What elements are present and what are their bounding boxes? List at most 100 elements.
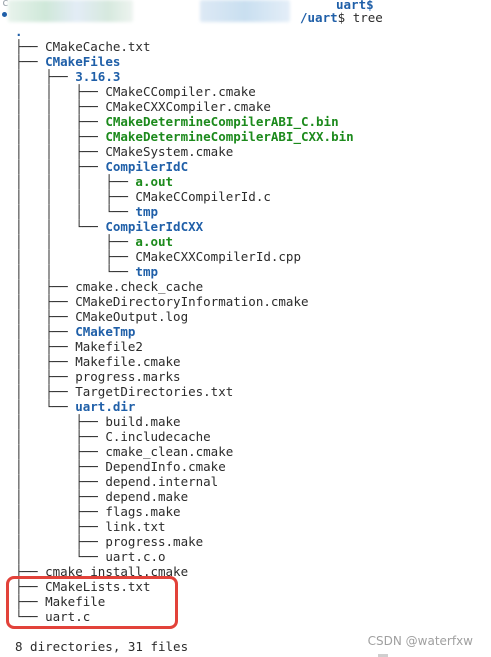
tree-line: │ ├── DependInfo.cmake — [15, 459, 226, 474]
tree-file-name: uart.c.o — [105, 549, 166, 564]
tree-line: │ │ │ ├── a.out — [15, 174, 173, 189]
tree-file-name: DependInfo.cmake — [105, 459, 226, 474]
tree-dir-name: tmp — [135, 264, 158, 279]
tree-branch-prefix: │ ├── — [15, 414, 106, 429]
tree-line: │ ├── Makefile.cmake — [15, 354, 181, 369]
terminal-prompt-row: c uart$ /uart$ tree — [0, 0, 491, 28]
tree-line: │ ├── TargetDirectories.txt — [15, 384, 233, 399]
tree-file-name: depend.internal — [105, 474, 219, 489]
tree-branch-prefix: │ ├── — [15, 324, 76, 339]
tree-line: │ ├── CMakeDirectoryInformation.cmake — [15, 294, 309, 309]
tree-line: ├── CMakeCache.txt — [15, 39, 150, 54]
tree-line: │ ├── CMakeOutput.log — [15, 309, 188, 324]
tree-summary: 8 directories, 31 files — [15, 639, 189, 654]
tree-branch-prefix: │ │ ├── — [15, 234, 136, 249]
tree-file-name: C.includecache — [105, 429, 211, 444]
tree-line: │ ├── 3.16.3 — [15, 69, 120, 84]
tree-branch-prefix: │ ├── — [15, 534, 106, 549]
tree-branch-prefix: │ ├── — [15, 309, 76, 324]
tree-file-name: CMakeOutput.log — [75, 309, 189, 324]
tree-line: │ ├── build.make — [15, 414, 181, 429]
tree-dir-name: . — [15, 24, 23, 39]
tree-dir-name: 3.16.3 — [75, 69, 121, 84]
tree-line: │ │ ├── CMakeSystem.cmake — [15, 144, 233, 159]
tree-file-name: CMakeCCompilerId.c — [135, 189, 271, 204]
tree-line: │ └── uart.dir — [15, 399, 135, 414]
tree-line: │ │ ├── CMakeDetermineCompilerABI_C.bin — [15, 114, 339, 129]
tree-branch-prefix: │ │ │ ├── — [15, 189, 136, 204]
prompt-host-fragment: uart$ — [336, 0, 374, 12]
tree-line: │ ├── depend.internal — [15, 474, 218, 489]
tree-branch-prefix: │ ├── — [15, 354, 76, 369]
tree-branch-prefix: │ └── — [15, 549, 106, 564]
tree-line: │ │ ├── a.out — [15, 234, 173, 249]
tree-line: ├── Makefile — [15, 594, 105, 609]
tree-file-name: cmake_clean.cmake — [105, 444, 234, 459]
tree-dir-name: CMakeTmp — [75, 324, 136, 339]
tree-exec-name: CMakeDetermineCompilerABI_CXX.bin — [105, 129, 354, 144]
tree-branch-prefix: ├── — [15, 564, 46, 579]
tree-exec-name: a.out — [135, 234, 174, 249]
watermark-mark — [378, 654, 388, 657]
tree-line: │ ├── Makefile2 — [15, 339, 143, 354]
prompt-command-line: /uart$ tree — [300, 10, 383, 25]
tree-dir-name: CompilerIdCXX — [105, 219, 204, 234]
tree-file-name: flags.make — [105, 504, 181, 519]
tree-line: └── uart.c — [15, 609, 90, 624]
tree-file-name: uart.c — [45, 609, 91, 624]
tree-dir-name: CMakeFiles — [45, 54, 121, 69]
tree-branch-prefix: │ │ │ └── — [15, 204, 136, 219]
tree-branch-prefix: │ │ ├── — [15, 129, 106, 144]
tree-branch-prefix: │ ├── — [15, 369, 76, 384]
tree-file-name: depend.make — [105, 489, 189, 504]
tree-file-name: Makefile2 — [75, 339, 143, 354]
tree-branch-prefix: ├── — [15, 594, 46, 609]
tree-branch-prefix: │ ├── — [15, 489, 106, 504]
tree-branch-prefix: │ │ │ ├── — [15, 174, 136, 189]
tree-dir-name: CompilerIdC — [105, 159, 189, 174]
tree-file-name: CMakeCCompiler.cmake — [105, 84, 256, 99]
tree-file-name: CMakeCache.txt — [45, 39, 151, 54]
watermark: CSDN @waterfxw — [367, 634, 473, 648]
tree-branch-prefix: │ │ ├── — [15, 144, 106, 159]
tree-line: │ │ │ └── tmp — [15, 204, 158, 219]
prompt-bullet-icon — [2, 12, 7, 17]
tree-branch-prefix: │ ├── — [15, 384, 76, 399]
tree-line: │ │ ├── CMakeCXXCompilerId.cpp — [15, 249, 301, 264]
tree-line: │ ├── CMakeTmp — [15, 324, 135, 339]
tree-file-name: CMakeSystem.cmake — [105, 144, 234, 159]
tree-branch-prefix: ├── — [15, 579, 46, 594]
tree-branch-prefix: │ ├── — [15, 339, 76, 354]
tree-exec-name: a.out — [135, 174, 174, 189]
tree-line: │ │ ├── CMakeCCompiler.cmake — [15, 84, 256, 99]
tree-file-name: CMakeCXXCompilerId.cpp — [135, 249, 301, 264]
tree-branch-prefix: │ ├── — [15, 444, 106, 459]
tree-line: │ │ ├── CompilerIdC — [15, 159, 188, 174]
tree-line: │ └── uart.c.o — [15, 549, 166, 564]
tree-line: │ │ ├── CMakeCXXCompiler.cmake — [15, 99, 271, 114]
tree-file-name: cmake.check_cache — [75, 279, 204, 294]
prompt-sep: $ — [337, 10, 346, 25]
tree-branch-prefix: │ ├── — [15, 294, 76, 309]
tree-line: │ │ └── tmp — [15, 264, 158, 279]
tree-branch-prefix: │ ├── — [15, 69, 76, 84]
tree-line: . — [15, 24, 23, 39]
tree-line: │ ├── cmake_clean.cmake — [15, 444, 233, 459]
tree-file-name: CMakeDirectoryInformation.cmake — [75, 294, 309, 309]
tree-branch-prefix: ├── — [15, 39, 46, 54]
tree-file-name: Makefile — [45, 594, 106, 609]
tree-branch-prefix: │ ├── — [15, 279, 76, 294]
tree-line: ├── cmake_install.cmake — [15, 564, 188, 579]
tree-file-name: build.make — [105, 414, 181, 429]
tree-file-name: link.txt — [105, 519, 166, 534]
highlight-annotation-box — [6, 576, 178, 629]
tree-file-name: Makefile.cmake — [75, 354, 181, 369]
tree-branch-prefix: └── — [15, 609, 46, 624]
tree-file-name: progress.make — [105, 534, 204, 549]
tree-line: │ │ ├── CMakeDetermineCompilerABI_CXX.bi… — [15, 129, 354, 144]
prompt-command: tree — [352, 10, 383, 25]
tree-line: │ ├── link.txt — [15, 519, 166, 534]
tree-exec-name: CMakeDetermineCompilerABI_C.bin — [105, 114, 339, 129]
tree-branch-prefix: │ ├── — [15, 429, 106, 444]
redacted-user-block — [8, 0, 133, 22]
